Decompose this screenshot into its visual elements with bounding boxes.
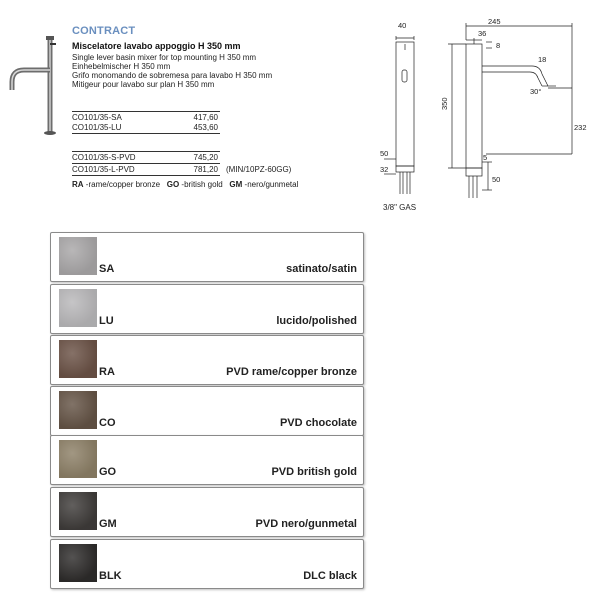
finish-label: PVD british gold [271,466,357,478]
price-code: CO101/35-LU [72,123,122,132]
price-row: CO101/35-S-PVD 745,20 [72,153,218,162]
legend-code: GO [166,180,180,189]
finish-code: SA [99,263,115,275]
price-value: 453,60 [193,123,218,132]
finish-card-lu: LU lucido/polished [50,284,364,334]
price-rule [72,151,220,152]
finish-card-sa: SA satinato/satin [50,232,364,282]
finish-swatch [59,492,97,530]
product-title: Miscelatore lavabo appoggio H 350 mm [72,41,241,51]
price-rule [72,163,220,164]
finish-swatch [59,440,97,478]
description-de: Einhebelmischer H 350 mm [72,62,171,71]
price-rule [72,133,220,134]
finish-code: LU [99,315,114,327]
finish-code: GO [99,466,117,478]
description-fr: Mitigeur pour lavabo sur plan H 350 mm [72,80,215,89]
legend-label: rame/copper bronze [88,180,161,189]
finish-card-blk: BLK DLC black [50,539,364,589]
order-note: (MIN/10PZ-60GG) [226,165,292,174]
price-code: CO101/35-L-PVD [72,165,135,174]
front-view-slot [401,69,408,83]
dim-50-front: 50 [380,149,388,158]
dim-8: 8 [496,41,500,50]
dim-18: 18 [538,55,546,64]
finish-label: PVD rame/copper bronze [226,366,357,378]
finish-label: PVD chocolate [279,417,357,429]
finish-card-co: CO PVD chocolate [50,386,364,436]
finish-swatch [59,544,97,582]
finish-code: BLK [99,570,122,582]
dim-30deg: 30° [530,87,541,96]
price-rule [72,111,220,112]
dim-350: 350 [440,97,449,110]
price-code: CO101/35-SA [72,113,122,122]
finish-card-gm: GM PVD nero/gunmetal [50,487,364,537]
price-row: CO101/35-L-PVD 781,20 [72,165,218,174]
dim-232: 232 [574,123,587,132]
dim-36: 36 [478,29,486,38]
finish-code: GM [99,518,117,530]
finish-legend: RA -rame/copper bronze GO -british gold … [72,180,299,189]
finish-label: PVD nero/gunmetal [255,518,357,530]
price-value: 417,60 [193,113,218,122]
finish-swatch [59,391,97,429]
legend-code: GM [229,180,243,189]
description-es: Grifo monomando de sobremesa para lavabo… [72,71,273,80]
price-rule [72,175,220,176]
legend-label: british gold [184,180,223,189]
product-thumbnail [9,36,56,135]
finish-card-ra: RA PVD rame/copper bronze [50,335,364,385]
finish-swatch [59,289,97,327]
description-en: Single lever basin mixer for top mountin… [72,53,257,62]
brand-name: CONTRACT [72,25,136,37]
legend-label: nero/gunmetal [247,180,299,189]
dim-32: 32 [380,165,388,174]
dim-5: 5 [483,153,487,162]
finish-label: satinato/satin [286,263,357,275]
price-code: CO101/35-S-PVD [72,153,136,162]
finish-card-go: GO PVD british gold [50,435,364,485]
spout-outline [482,65,549,87]
side-view-body [465,43,483,169]
finish-swatch [59,340,97,378]
front-view-body [395,41,415,167]
price-row: CO101/35-SA 417,60 [72,113,218,122]
technical-drawing: 40 245 36 8 18 30° 350 232 50 32 5 50 [380,17,587,198]
gas-label: 3/8" GAS [383,203,417,212]
dim-40: 40 [398,21,406,30]
price-row: CO101/35-LU 453,60 [72,123,218,132]
price-value: 781,20 [193,165,218,174]
legend-code: RA [72,180,84,189]
dim-245: 245 [488,17,501,26]
finish-swatch [59,237,97,275]
dim-50-side: 50 [492,175,500,184]
finish-code: RA [99,366,115,378]
finish-code: CO [99,417,116,429]
finish-label: lucido/polished [276,315,357,327]
price-value: 745,20 [193,153,218,162]
finish-label: DLC black [303,570,357,582]
